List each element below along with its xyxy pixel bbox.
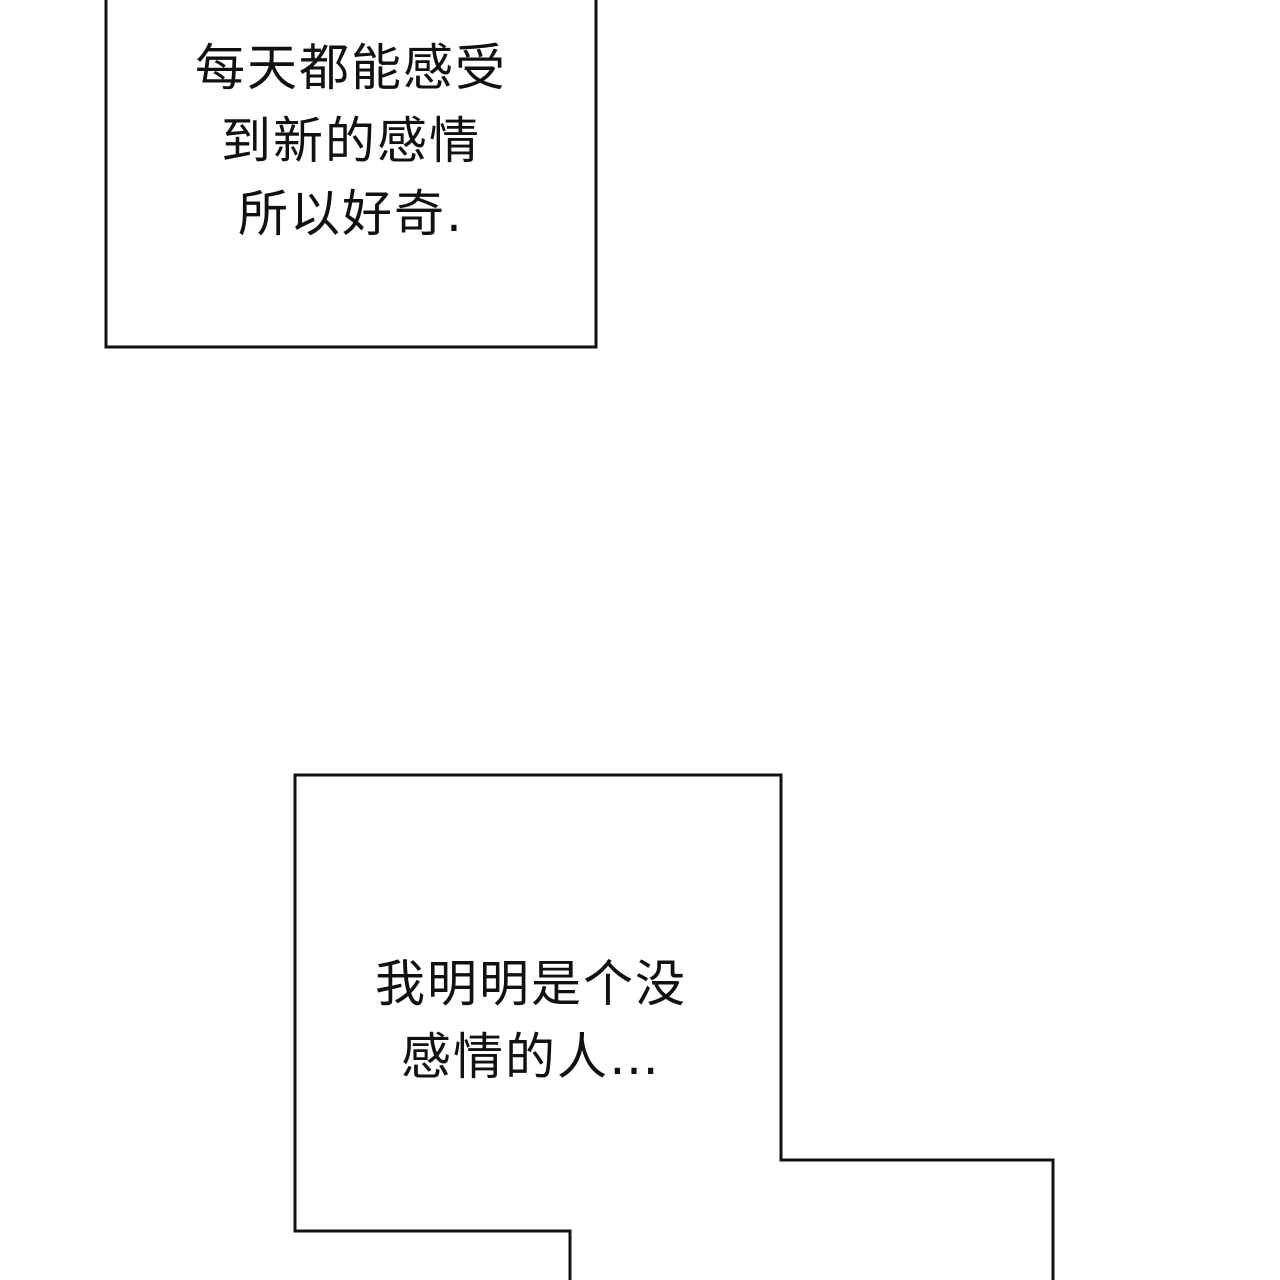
caption-line: 到新的感情 (221, 112, 481, 170)
caption-text-top: 每天都能感受 到新的感情 所以好奇. (106, 32, 596, 251)
caption-line: 每天都能感受 (195, 39, 507, 97)
caption-line: 所以好奇. (238, 185, 464, 243)
panel-stepped-border-left (293, 773, 1055, 1280)
caption-line: 感情的人… (401, 1028, 661, 1086)
caption-line: 我明明是个没 (375, 955, 687, 1013)
caption-box-top-border (104, 0, 598, 349)
caption-text-bottom: 我明明是个没 感情的人… (296, 948, 766, 1094)
